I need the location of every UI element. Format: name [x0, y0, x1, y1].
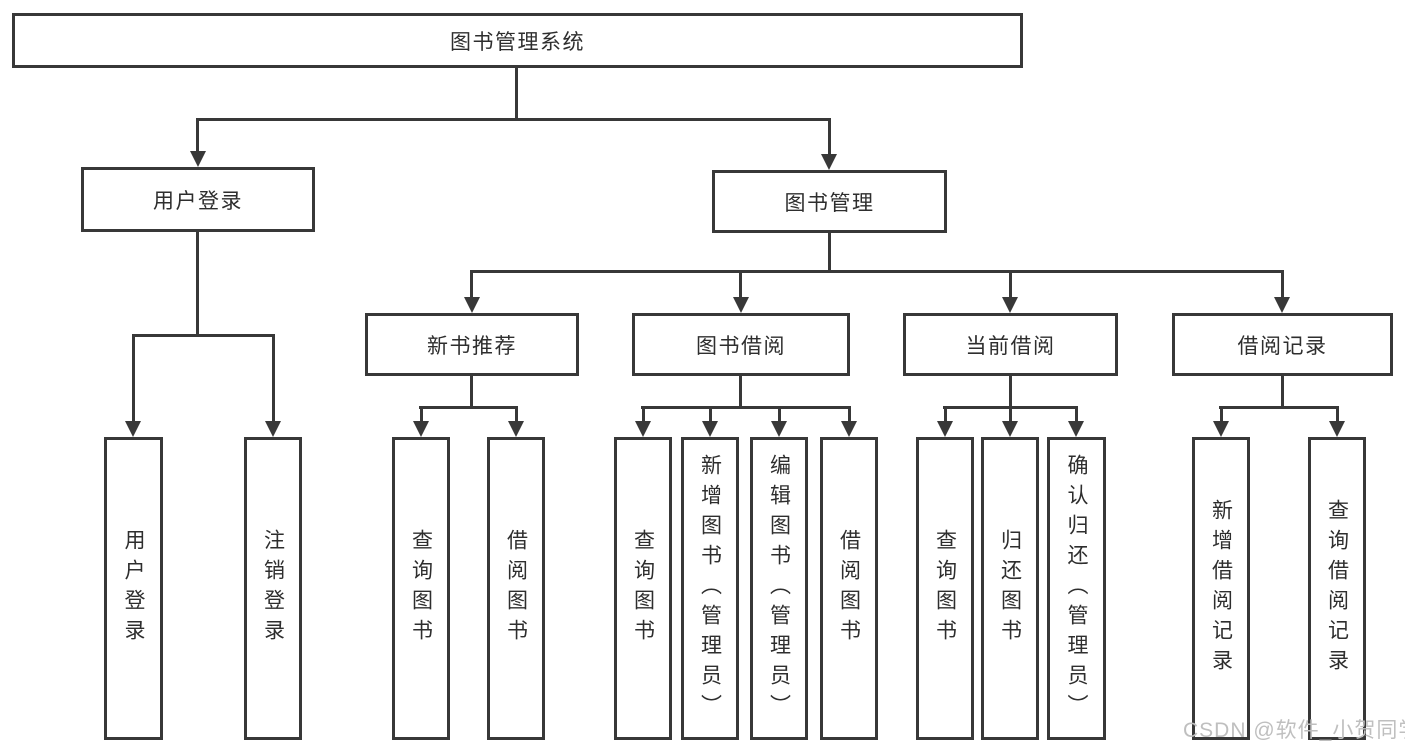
leaf-confirm-return-admin: 确认归还（管理员） — [1047, 437, 1106, 740]
leaf-label: 查询图书 — [409, 528, 433, 649]
node-new-book-recommend: 新书推荐 — [365, 313, 579, 376]
connector-drop — [470, 376, 473, 406]
leaf-label: 查询图书 — [631, 528, 655, 649]
leaf-label: 查询借阅记录 — [1325, 498, 1349, 679]
arrowhead-icon — [508, 421, 524, 437]
node-user-login: 用户登录 — [81, 167, 315, 232]
leaf-label: 新增借阅记录 — [1209, 498, 1233, 679]
arrowhead-icon — [1213, 421, 1229, 437]
connector-stem-user-login — [196, 118, 199, 151]
arrowhead-icon — [771, 421, 787, 437]
leaf-query-borrow-record: 查询借阅记录 — [1308, 437, 1366, 740]
leaf-query-books-recommend: 查询图书 — [392, 437, 450, 740]
connector-stem-leaf — [515, 406, 518, 421]
arrowhead-icon — [464, 297, 480, 313]
connector-stem-book-borrow — [739, 270, 742, 297]
leaf-logout: 注销登录 — [244, 437, 302, 740]
arrowhead-icon — [1068, 421, 1084, 437]
leaf-label: 借阅图书 — [504, 528, 528, 649]
connector-stem-leaf — [1009, 406, 1012, 421]
node-label: 当前借阅 — [965, 334, 1056, 358]
arrowhead-icon — [1274, 297, 1290, 313]
node-label: 图书借阅 — [696, 334, 786, 358]
connector-user-login-drop — [196, 232, 199, 334]
csdn-watermark: CSDN @软件_小贺同学 — [1183, 719, 1405, 742]
arrowhead-icon — [413, 421, 429, 437]
arrowhead-icon — [841, 421, 857, 437]
connector-level2-bar — [196, 118, 831, 121]
arrowhead-icon — [635, 421, 651, 437]
connector-level3-bar — [470, 270, 1283, 273]
connector-root-drop — [515, 68, 518, 118]
node-label: 图书管理 — [784, 191, 875, 215]
connector-drop — [1281, 376, 1284, 406]
connector-stem-borrow-records — [1281, 270, 1284, 297]
leaf-label: 查询图书 — [933, 528, 957, 649]
connector-stem-leaf — [1336, 406, 1339, 421]
leaf-user-login: 用户登录 — [104, 437, 163, 740]
leaf-label: 借阅图书 — [837, 528, 861, 649]
leaf-label: 归还图书 — [998, 528, 1022, 649]
arrowhead-icon — [937, 421, 953, 437]
connector-stem-book-management — [828, 118, 831, 154]
connector-stem-leaf — [272, 334, 275, 421]
leaf-query-books-current: 查询图书 — [916, 437, 974, 740]
arrowhead-icon — [1002, 297, 1018, 313]
leaf-add-book-admin: 新增图书（管理员） — [681, 437, 739, 740]
root-node-label: 图书管理系统 — [450, 30, 585, 54]
connector-drop — [739, 376, 742, 406]
connector-stem-leaf — [944, 406, 947, 421]
arrowhead-icon — [733, 297, 749, 313]
connector-bar — [641, 406, 850, 409]
connector-drop — [1009, 376, 1012, 406]
arrowhead-icon — [265, 421, 281, 437]
connector-bar — [1219, 406, 1339, 409]
leaf-query-books-borrow: 查询图书 — [614, 437, 672, 740]
leaf-return-book: 归还图书 — [981, 437, 1039, 740]
leaf-borrow-books: 借阅图书 — [820, 437, 878, 740]
leaf-borrow-books-recommend: 借阅图书 — [487, 437, 545, 740]
arrowhead-icon — [125, 421, 141, 437]
arrowhead-icon — [190, 151, 206, 167]
connector-stem-leaf — [1220, 406, 1223, 421]
connector-user-login-bar — [132, 334, 275, 337]
node-label: 用户登录 — [153, 189, 243, 213]
connector-stem-leaf — [778, 406, 781, 421]
node-label: 借阅记录 — [1237, 334, 1328, 358]
leaf-label: 用户登录 — [122, 528, 145, 649]
leaf-label: 注销登录 — [261, 528, 285, 649]
node-borrow-records: 借阅记录 — [1172, 313, 1393, 376]
connector-stem-current-borrow — [1009, 270, 1012, 297]
arrowhead-icon — [1002, 421, 1018, 437]
node-book-borrow: 图书借阅 — [632, 313, 850, 376]
connector-stem-leaf — [420, 406, 423, 421]
node-book-management: 图书管理 — [712, 170, 947, 233]
root-node: 图书管理系统 — [12, 13, 1023, 68]
leaf-add-borrow-record: 新增借阅记录 — [1192, 437, 1250, 740]
node-label: 新书推荐 — [427, 334, 517, 358]
connector-bar — [419, 406, 518, 409]
leaf-label: 编辑图书（管理员） — [767, 453, 791, 724]
arrowhead-icon — [1329, 421, 1345, 437]
connector-stem-leaf — [1075, 406, 1078, 421]
connector-stem-leaf — [642, 406, 645, 421]
connector-book-management-drop — [828, 233, 831, 270]
leaf-label: 新增图书（管理员） — [698, 453, 722, 724]
leaf-edit-book-admin: 编辑图书（管理员） — [750, 437, 808, 740]
connector-stem-leaf — [132, 334, 135, 421]
connector-stem-new-book — [470, 270, 473, 297]
node-current-borrow: 当前借阅 — [903, 313, 1118, 376]
leaf-label: 确认归还（管理员） — [1065, 453, 1088, 724]
connector-stem-leaf — [848, 406, 851, 421]
arrowhead-icon — [821, 154, 837, 170]
connector-stem-leaf — [709, 406, 712, 421]
arrowhead-icon — [702, 421, 718, 437]
